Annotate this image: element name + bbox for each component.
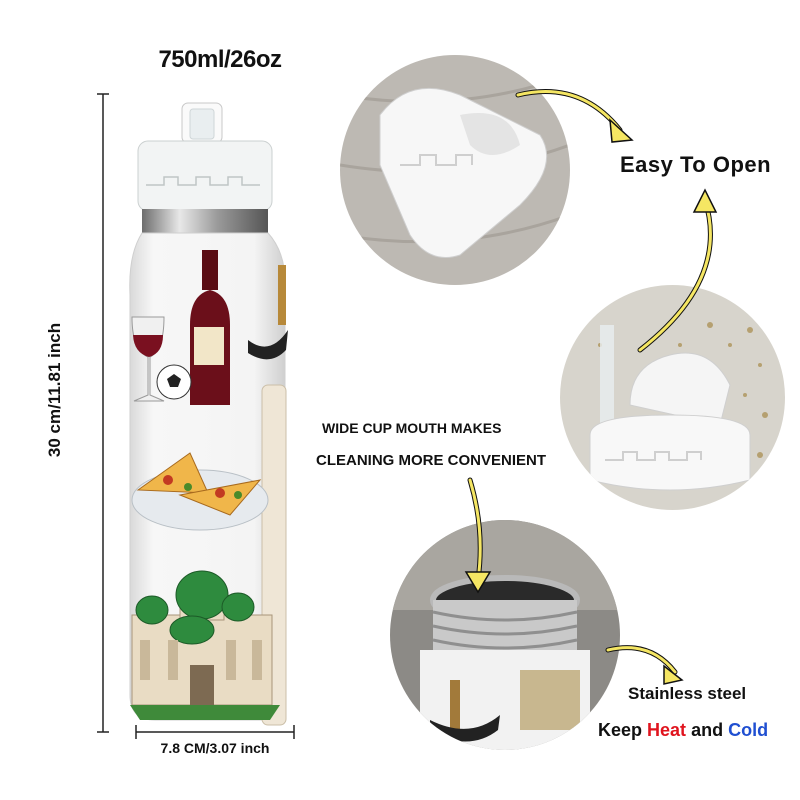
and-word: and [691, 720, 724, 740]
keep-heat-cold-label: Keep Heat and Cold [598, 720, 768, 741]
cap-closeup-photo [340, 55, 570, 285]
width-dimension-line [135, 725, 295, 739]
height-dimension-line [97, 93, 109, 733]
bottle-illustration [129, 102, 288, 726]
cold-word: Cold [728, 720, 769, 740]
wide-mouth-photo [390, 520, 620, 750]
wide-mouth-label-line1: WIDE CUP MOUTH MAKES [322, 420, 502, 436]
material-label: Stainless steel [628, 684, 747, 703]
wide-mouth-label-line2: CLEANING MORE CONVENIENT [316, 452, 547, 469]
capacity-label: 750ml/26oz [158, 46, 282, 73]
lid-open-photo [560, 285, 785, 510]
keep-word: Keep [598, 720, 643, 740]
heat-word: Heat [647, 720, 687, 740]
height-label: 30 cm/11.81 inch [45, 322, 64, 458]
width-label: 7.8 CM/3.07 inch [160, 740, 270, 756]
easy-open-label: Easy To Open [620, 152, 772, 177]
